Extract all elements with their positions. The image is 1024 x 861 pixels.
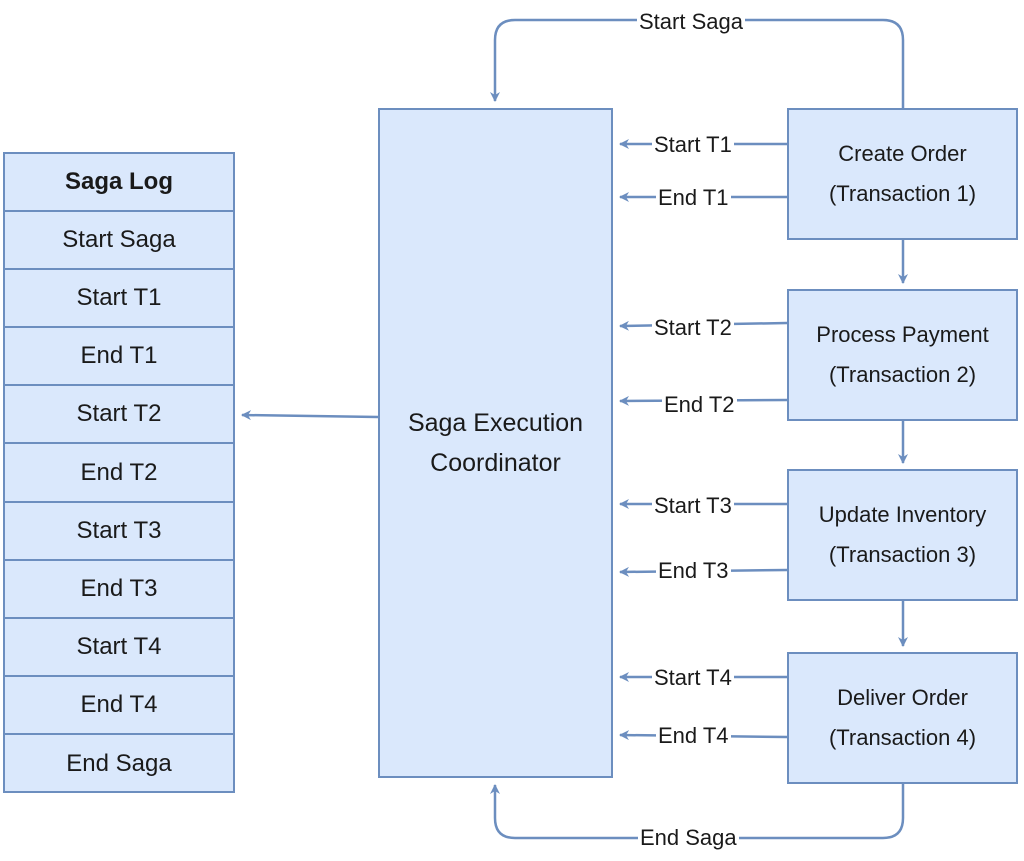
log-entry: End T1 [5, 328, 233, 387]
start-t4-label: Start T4 [652, 665, 734, 691]
transaction-name: Process Payment [816, 322, 989, 347]
transaction-name: Create Order [838, 141, 967, 166]
transaction-number: (Transaction 1) [828, 181, 977, 206]
log-entry: Start T1 [5, 270, 233, 329]
coordinator-to-log-edge [241, 410, 379, 421]
transaction-4-box: Deliver Order (Transaction 4) [787, 652, 1018, 784]
transaction-3-box: Update Inventory (Transaction 3) [787, 469, 1018, 601]
coordinator-label-line2: Coordinator [430, 449, 561, 477]
start-t1-label: Start T1 [652, 132, 734, 158]
saga-execution-coordinator: Saga Execution Coordinator [378, 108, 613, 778]
start-t2-label: Start T2 [652, 315, 734, 341]
saga-log-title: Saga Log [5, 154, 233, 213]
end-t3-label: End T3 [656, 558, 731, 584]
transaction-number: (Transaction 2) [828, 362, 977, 387]
log-entry: Start T2 [5, 386, 233, 445]
transaction-2-box: Process Payment (Transaction 2) [787, 289, 1018, 421]
end-saga-label: End Saga [638, 825, 739, 851]
transaction-1-box: Create Order (Transaction 1) [787, 108, 1018, 240]
transaction-number: (Transaction 4) [828, 725, 977, 750]
transaction-number: (Transaction 3) [828, 542, 977, 567]
log-entry: End T2 [5, 444, 233, 503]
end-t1-label: End T1 [656, 185, 731, 211]
coordinator-label-line1: Saga Execution [407, 409, 584, 437]
start-saga-label: Start Saga [637, 9, 745, 35]
log-entry: End T3 [5, 561, 233, 619]
log-entry: End Saga [66, 749, 172, 777]
start-t3-label: Start T3 [652, 493, 734, 519]
saga-log-table: Saga Log Start Saga Start T1 End T1 Star… [3, 152, 235, 793]
log-entry: Start Saga [5, 212, 233, 271]
end-t2-label: End T2 [662, 392, 737, 418]
transaction-name: Deliver Order [837, 685, 968, 710]
log-entry: Start T3 [5, 503, 233, 561]
transaction-name: Update Inventory [818, 502, 987, 527]
log-entry: End T4 [5, 677, 233, 735]
log-entry: Start T4 [5, 619, 233, 677]
end-t4-label: End T4 [656, 723, 731, 749]
